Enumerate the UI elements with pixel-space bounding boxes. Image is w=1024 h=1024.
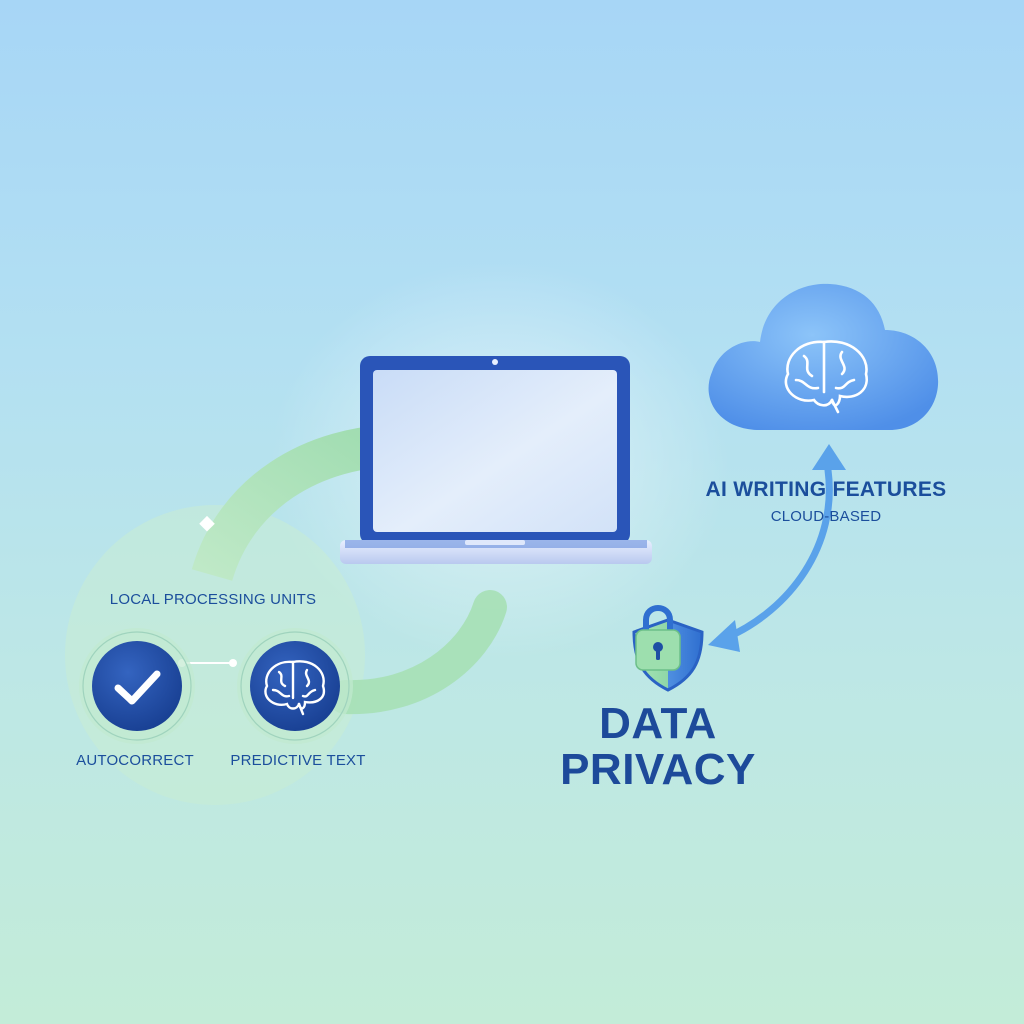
autocorrect-label: AUTOCORRECT xyxy=(76,752,194,769)
data-privacy-line2: PRIVACY xyxy=(560,745,756,794)
checkmark-icon xyxy=(114,670,161,705)
blue-arrow-bidirectional xyxy=(708,444,846,652)
shield-lock-icon xyxy=(632,605,704,692)
autocorrect-unit xyxy=(79,628,195,744)
brain-icon xyxy=(264,660,326,716)
data-privacy-line1: DATA xyxy=(599,699,717,748)
cloud-shape xyxy=(708,283,939,430)
connector-dot xyxy=(229,659,237,667)
brain-icon xyxy=(784,340,868,414)
local-processing-title: LOCAL PROCESSING UNITS xyxy=(109,591,317,608)
predictive-text-label: PREDICTIVE TEXT xyxy=(230,752,366,769)
cloud-features-title: AI WRITING FEATURES xyxy=(705,478,947,501)
laptop-icon xyxy=(340,356,652,564)
cloud-based-subtitle: CLOUD-BASED xyxy=(770,508,882,525)
predictive-text-unit xyxy=(237,628,353,744)
green-arrow-return xyxy=(328,590,507,715)
